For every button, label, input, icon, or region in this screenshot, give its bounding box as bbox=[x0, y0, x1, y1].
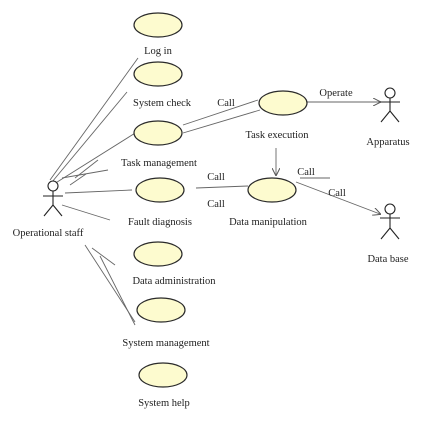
use-case-system-check[interactable]: System check bbox=[133, 61, 192, 109]
assoc-fault-diagnosis bbox=[64, 189, 133, 194]
actor-leg-right bbox=[389, 227, 400, 240]
login-ellipse bbox=[133, 12, 183, 38]
call-line-task-mgmt-task-exec bbox=[182, 99, 259, 126]
actor-head bbox=[384, 203, 396, 215]
actor-apparatus[interactable] bbox=[380, 87, 400, 123]
task-execution-label: Task execution bbox=[245, 130, 309, 141]
relation-labels: Call Operate Call Call Call Call bbox=[207, 88, 353, 210]
actor-leg-right bbox=[52, 204, 63, 217]
system-management-ellipse bbox=[136, 297, 186, 323]
data-manipulation-ellipse bbox=[247, 177, 297, 203]
assoc-data-administration-2 bbox=[91, 247, 116, 266]
use-case-data-administration[interactable]: Data administration bbox=[132, 241, 216, 287]
actor-leg-left bbox=[380, 110, 391, 123]
database-label: Data base bbox=[367, 254, 408, 265]
assoc-task-management-1 bbox=[53, 129, 141, 185]
assoc-system-check bbox=[51, 91, 128, 183]
operational-staff-label: Operational staff bbox=[13, 228, 84, 239]
system-help-ellipse bbox=[138, 362, 188, 388]
call-line-data-manip-db bbox=[295, 181, 380, 214]
actor-head bbox=[47, 180, 59, 192]
use-case-fault-diagnosis[interactable]: Fault diagnosis bbox=[128, 177, 192, 228]
call-label-3: Call bbox=[207, 199, 225, 210]
use-case-task-management[interactable]: Task management bbox=[121, 120, 197, 169]
fault-diagnosis-label: Fault diagnosis bbox=[128, 217, 192, 228]
task-management-ellipse bbox=[133, 120, 183, 146]
system-check-label: System check bbox=[133, 98, 192, 109]
login-label: Log in bbox=[144, 46, 172, 57]
use-case-login[interactable]: Log in bbox=[133, 12, 183, 57]
system-check-ellipse bbox=[133, 61, 183, 87]
actor-leg-left bbox=[43, 204, 54, 217]
assoc-extra-2 bbox=[69, 173, 87, 186]
assoc-data-administration-1 bbox=[61, 204, 111, 221]
call-line-system-check-task-exec bbox=[182, 109, 261, 134]
system-help-label: System help bbox=[138, 398, 190, 409]
call-label-5: Call bbox=[328, 188, 346, 199]
use-case-system-help[interactable]: System help bbox=[138, 362, 190, 409]
data-administration-label: Data administration bbox=[132, 276, 216, 287]
assoc-task-management-2 bbox=[61, 169, 109, 179]
call-label-1: Call bbox=[217, 98, 235, 109]
actor-database[interactable] bbox=[380, 203, 400, 240]
use-case-system-management[interactable]: System management bbox=[122, 297, 210, 349]
actor-operational-staff[interactable] bbox=[43, 180, 63, 217]
call-label-4: Call bbox=[297, 167, 315, 178]
assoc-login bbox=[49, 57, 139, 181]
use-case-data-manipulation[interactable]: Data manipulation bbox=[229, 177, 308, 228]
call-label-2: Call bbox=[207, 172, 225, 183]
data-administration-ellipse bbox=[133, 241, 183, 267]
data-manipulation-label: Data manipulation bbox=[229, 217, 308, 228]
apparatus-label: Apparatus bbox=[366, 137, 409, 148]
actor-leg-left bbox=[380, 227, 391, 240]
use-cases: Log in System check Task management Faul… bbox=[121, 12, 309, 409]
actor-head bbox=[384, 87, 396, 99]
call-lines bbox=[182, 99, 380, 214]
assoc-system-help bbox=[99, 255, 136, 326]
task-management-label: Task management bbox=[121, 158, 197, 169]
actor-leg-right bbox=[389, 110, 400, 123]
call-line-fault-data-manip bbox=[195, 185, 249, 189]
system-management-label: System management bbox=[122, 338, 209, 349]
task-execution-ellipse bbox=[258, 90, 308, 116]
use-case-task-execution[interactable]: Task execution bbox=[245, 90, 309, 141]
association-lines bbox=[49, 57, 141, 326]
operate-label: Operate bbox=[319, 88, 353, 99]
assoc-extra-1 bbox=[74, 159, 99, 179]
fault-diagnosis-ellipse bbox=[135, 177, 185, 203]
